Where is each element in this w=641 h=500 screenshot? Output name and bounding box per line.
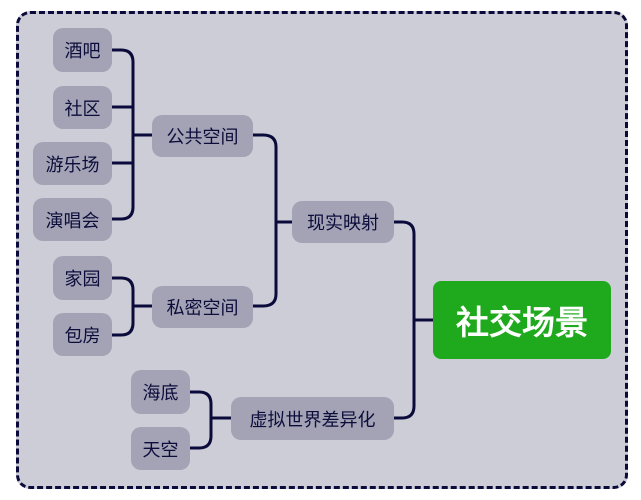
node-seabed[interactable]: 海底 [131,370,190,414]
node-amusement-park[interactable]: 游乐场 [33,142,112,185]
node-virtual-world[interactable]: 虚拟世界差异化 [231,397,394,440]
node-sky[interactable]: 天空 [131,427,190,470]
connector-reality [251,133,294,308]
connector-virtual [188,390,233,450]
root-node[interactable]: 社交场景 [433,281,611,359]
node-bar[interactable]: 酒吧 [53,28,112,72]
node-private-space[interactable]: 私密空间 [152,286,253,328]
node-concert[interactable]: 演唱会 [33,198,112,241]
connector-root [392,220,435,420]
connector-public [110,48,154,221]
node-reality-mapping[interactable]: 现实映射 [292,201,394,243]
connector-private [110,276,154,337]
node-private-room[interactable]: 包房 [53,313,112,356]
node-community[interactable]: 社区 [53,86,112,129]
node-public-space[interactable]: 公共空间 [152,115,253,157]
node-homestead[interactable]: 家园 [53,256,112,300]
